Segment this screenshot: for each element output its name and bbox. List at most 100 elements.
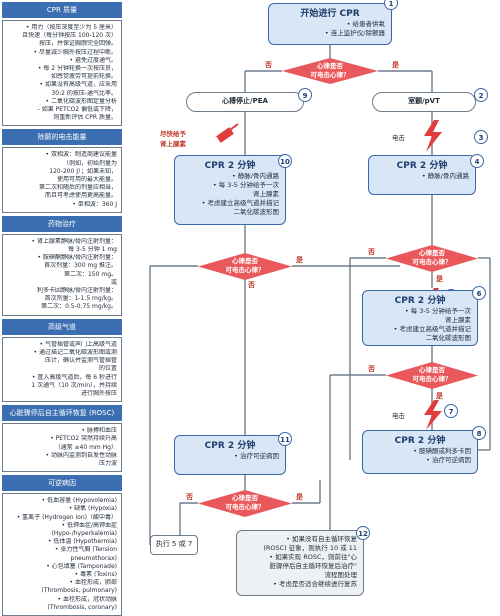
node-8-number: 8 xyxy=(472,426,486,440)
goto-label: 执行 5 或 7 xyxy=(155,540,193,548)
decision-diamond-3 xyxy=(386,362,478,389)
decision-4-yes: 是 xyxy=(296,256,303,264)
node-10-bullet: • 每 3-5 分钟给予一次 xyxy=(212,181,279,189)
node-6-bullet: 肾上腺素 xyxy=(445,316,471,324)
sidebar-line: （例如，初始剂量为 xyxy=(62,159,117,167)
node-10-bullet: 肾上腺素 xyxy=(253,190,279,198)
node-1-bullet: • 给患者供氧 xyxy=(346,20,385,28)
sidebar-section-heading: 可逆病因 xyxy=(2,475,122,492)
sidebar-line: • 血栓形成，冠状动脉 xyxy=(57,595,117,603)
sidebar-line: • 每 2 分钟轮换一次按压员， xyxy=(37,65,117,73)
sidebar-line: pneumothorax) xyxy=(70,554,117,562)
sidebar-line: 首次剂量：300 mg 推注。 xyxy=(44,262,117,270)
decision-4-no: 否 xyxy=(248,281,255,289)
node-10-bullet: • 静脉/骨内通路 xyxy=(231,172,279,180)
sidebar-line: • 单相波：360 J xyxy=(72,200,117,208)
node-11-bullet: • 治疗可逆病因 xyxy=(234,452,279,460)
sidebar-section-heading: CPR 质量 xyxy=(2,2,122,18)
node-1-bullet: • 连上监护仪/除颤器 xyxy=(324,29,385,37)
shock-3-label: 电击 xyxy=(392,134,405,142)
sidebar-line: 第二次：150 mg。 xyxy=(63,270,117,278)
sidebar: CPR 质量 • 用力（按压深度至少为 5 厘米）且快速（每分钟按压 100-12… xyxy=(2,2,122,616)
node-cpr-11: CPR 2 分钟 • 治疗可逆病因 xyxy=(174,435,286,475)
sidebar-section-body: • 低血容量 (Hypovolemia)• 缺氧 (Hypoxia)• 氢离子 … xyxy=(2,493,122,616)
sidebar-line: • 二氧化碳波形图定量分析 xyxy=(45,97,117,105)
node-8-title: CPR 2 分钟 xyxy=(394,436,446,446)
decision-diamond-5 xyxy=(198,490,292,517)
decision-diamond-1 xyxy=(282,58,378,84)
node-8-bullet: • 胺碘酮或利多卡因 xyxy=(413,447,471,455)
node-12-bullet: • 如果没有自主循环恢复 xyxy=(286,535,357,543)
node-6-number: 6 xyxy=(472,286,486,300)
sidebar-line: (Thrombosis, pulmonary) xyxy=(41,587,117,595)
sidebar-line: 压计，确认并监测气管插管 xyxy=(44,357,117,365)
sidebar-line: • 通过描记二氧化碳波形图或测 xyxy=(33,348,117,356)
sidebar-line: 而且可考虑使用更高能量。 xyxy=(44,192,117,200)
sidebar-line: 1 次通气（10 次/min），并持续 xyxy=(31,381,117,389)
sidebar-line: • 毒素 (Toxins) xyxy=(74,570,117,578)
shock-bolt-icon xyxy=(424,400,442,430)
decision-5-yes: 是 xyxy=(296,493,303,501)
sidebar-section-heading: 除颤的电击能量 xyxy=(2,129,122,146)
sidebar-section-body: • 脉搏和血压• PETCO2 突然持续升高（通常 ≥40 mm Hg）• 动脉… xyxy=(2,423,122,473)
node-2-label: 室颤/pVT xyxy=(408,97,440,105)
decision-diamond-4 xyxy=(198,253,292,280)
node-cpr-4: CPR 2 分钟 • 静脉/骨内通路 xyxy=(368,155,476,195)
sidebar-line: 使用可用的最大能量。 xyxy=(56,176,117,184)
sidebar-line: – 如果 PETCO2 偏低或下降， xyxy=(36,106,117,114)
sidebar-line: 30:2 的按压-通气比率。 xyxy=(51,89,117,97)
sidebar-section-body: • 用力（按压深度至少为 5 厘米）且快速（每分钟按压 100-120 次）按压… xyxy=(2,20,122,127)
sidebar-line: • 尽量减少胸外按压过程中断。 xyxy=(33,48,117,56)
node-asystole-pea: 心搏停止/PEA xyxy=(186,92,304,112)
sidebar-line: • 气管插管或声门上高级气道 xyxy=(39,340,117,348)
sidebar-line: 的位置 xyxy=(98,365,117,373)
sidebar-line: • 脉搏和血压 xyxy=(81,427,117,435)
decision-3-label: 心律是否 可电击心律？ xyxy=(412,366,452,383)
sidebar-line: 利多卡因静脉/骨内注射剂量： xyxy=(36,287,117,295)
node-4-title: CPR 2 分钟 xyxy=(396,161,448,171)
sidebar-line: 或 xyxy=(110,278,117,286)
sidebar-line: • 胺碘酮静脉/骨内注射剂量： xyxy=(37,254,117,262)
node-8-bullet: • 治疗可逆病因 xyxy=(426,456,471,464)
sidebar-line: • 肾上腺素静脉/骨内注射剂量： xyxy=(31,237,117,245)
sidebar-line: 每 3-5 分钟 1 mg xyxy=(68,246,117,254)
sidebar-line: • 低体温 (Hypothermia) xyxy=(48,538,117,546)
node-4-bullet: • 静脉/骨内通路 xyxy=(421,172,469,180)
sidebar-section-heading: 高级气道 xyxy=(2,318,122,335)
node-12-bullet: 脏骤停后自主循环恢复后治疗" xyxy=(269,562,358,570)
node-2-number: 2 xyxy=(474,88,488,102)
sidebar-line: • 低钾血症/高钾血症 xyxy=(61,521,117,529)
sidebar-line: • 缺氧 (Hypoxia) xyxy=(68,505,117,513)
node-12-bullet: (ROSC) 征象，则执行 10 或 11 xyxy=(263,544,357,552)
node-12-bullet: • 考虑是否适合继续进行复苏 xyxy=(273,580,357,588)
node-10-title: CPR 2 分钟 xyxy=(204,161,256,171)
node-6-bullet: 二氧化碳波形图 xyxy=(425,334,472,342)
sidebar-line: 第二次：0.5-0.75 mg/kg。 xyxy=(41,303,117,311)
sidebar-line: • 心包填塞 (Tamponade) xyxy=(46,562,117,570)
decision-1-yes: 是 xyxy=(392,61,399,69)
node-start-cpr: 开始进行 CPR • 给患者供氧 • 连上监护仪/除颤器 xyxy=(268,3,392,45)
sidebar-line: 则重新评估 CPR 质量。 xyxy=(53,114,117,122)
node-vf-pvt: 室颤/pVT xyxy=(372,92,476,112)
node-11-number: 11 xyxy=(278,432,292,446)
sidebar-section-heading: 心脏骤停后自主循环恢复 (ROSC) xyxy=(2,405,122,422)
sidebar-line: • 用力（按压深度至少为 5 厘米） xyxy=(25,24,117,31)
sidebar-line: • 氢离子 (Hydrogen ion)（酸中毒） xyxy=(16,513,117,521)
node-4-number: 4 xyxy=(470,154,484,168)
sidebar-line: 如感觉疲劳可提前轮换。 xyxy=(50,73,117,81)
sidebar-line: 第二次和随后的剂量应相当， xyxy=(38,184,117,192)
node-12-number: 12 xyxy=(356,526,370,540)
node-cpr-6: CPR 2 分钟 • 每 3-5 分钟给予一次 肾上腺素 • 考虑建立高级气道并… xyxy=(362,290,478,346)
decision-3-yes: 是 xyxy=(436,392,443,400)
decision-1-no: 否 xyxy=(265,61,272,69)
shock-3-number: 3 xyxy=(474,130,488,144)
decision-2-label: 心律是否 可电击心律？ xyxy=(412,249,452,266)
shock-7-label: 电击 xyxy=(392,412,405,420)
sidebar-line: 首次剂量：1-1.5 mg/kg。 xyxy=(44,295,117,303)
shock-bolt-icon xyxy=(424,120,442,152)
node-10-bullet: • 考虑建立高级气道并描记 xyxy=(201,199,279,207)
epinephrine-label: 尽快给予 肾上腺素 xyxy=(160,130,186,148)
decision-4-label: 心律是否 可电击心律？ xyxy=(225,257,265,274)
sidebar-line: • 动脉内监测到自发性动脉 xyxy=(45,451,117,459)
goto-5-or-7: 执行 5 或 7 xyxy=(150,535,198,555)
